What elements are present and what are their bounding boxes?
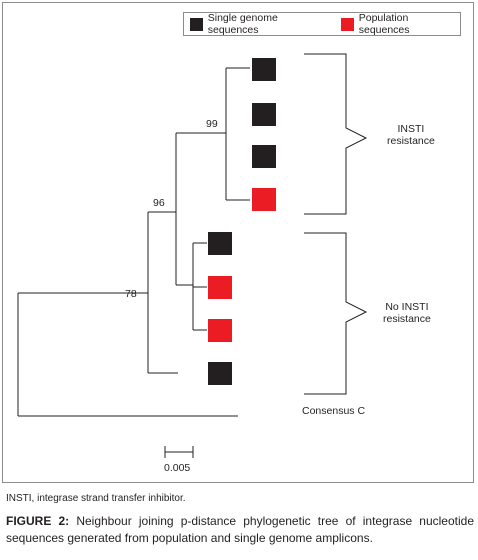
figure-label: FIGURE 2:: [6, 514, 70, 528]
figure-frame: [2, 2, 474, 483]
legend-swatch-population: [341, 17, 354, 31]
brace-insti: [304, 53, 368, 215]
brace-no-insti: [304, 232, 368, 395]
group-label-insti: INSTI resistance: [387, 123, 435, 147]
bootstrap-label: 96: [153, 197, 165, 209]
legend-label-population: Population sequences: [358, 12, 410, 36]
phylogenetic-tree: [17, 53, 368, 458]
group-label-no-insti: No INSTI resistance: [383, 301, 431, 325]
legend: Single genome sequences Population seque…: [183, 12, 461, 36]
taxon-population: [208, 276, 232, 299]
figure-caption-text: Neighbour joining p-distance phylogeneti…: [6, 514, 474, 545]
legend-swatch-single: [190, 17, 203, 31]
taxon-single-genome: [252, 58, 276, 81]
scale-label: 0.005: [164, 462, 191, 474]
taxon-single-genome: [252, 103, 276, 126]
group-label-line: INSTI: [397, 123, 425, 135]
taxon-population: [252, 188, 276, 211]
figure-caption: FIGURE 2: Neighbour joining p-distance p…: [6, 513, 474, 547]
legend-label-single: Single genome sequences: [207, 12, 278, 36]
group-label-line: No INSTI: [385, 301, 429, 313]
group-label-line: resistance: [383, 313, 431, 325]
group-label-line: resistance: [387, 135, 435, 147]
taxon-population: [208, 319, 232, 342]
bootstrap-label: 78: [125, 288, 137, 300]
taxon-single-genome: [208, 362, 232, 385]
caption-note: INSTI, integrase strand transfer inhibit…: [6, 493, 186, 504]
taxon-single-genome: [208, 232, 232, 255]
taxon-single-genome: [252, 145, 276, 168]
consensus-label: Consensus C: [302, 405, 366, 417]
bootstrap-label: 99: [206, 118, 218, 130]
